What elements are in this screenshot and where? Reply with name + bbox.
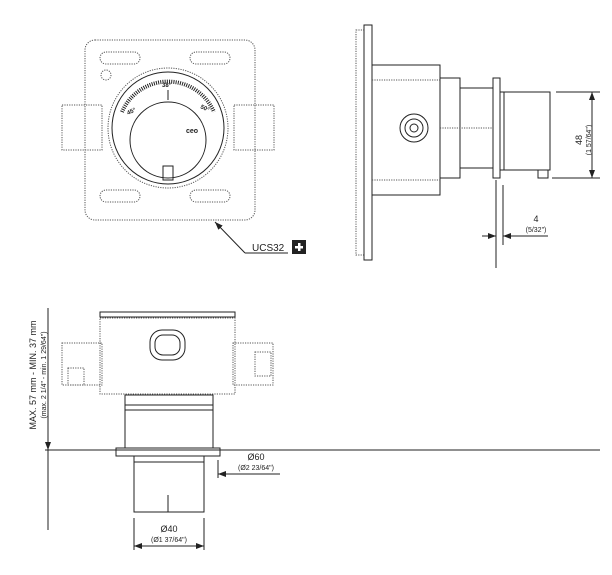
plate-dim-imperial: (5/32") xyxy=(526,227,547,234)
wall-plate xyxy=(492,77,501,179)
plate-dim-value: 4 xyxy=(533,214,538,224)
side-view: 48 (1 57/64") 4 (5/32") xyxy=(355,24,600,268)
front-view: 45° 38° 50° ceo UCS32 xyxy=(61,39,306,254)
frame-top-plate xyxy=(99,311,236,318)
scale-label-mid: 38° xyxy=(162,83,172,89)
temperature-scale xyxy=(120,79,216,113)
scale-label-max: 50° xyxy=(199,104,210,114)
flange-dim-imperial: (Ø2 23/64") xyxy=(238,465,274,472)
scale-label-min: 45° xyxy=(126,107,137,117)
flange xyxy=(115,447,221,457)
height-dim-imperial: (1 57/64") xyxy=(586,125,593,156)
mounting-frame xyxy=(84,39,256,221)
depth-dim-value: MAX. 57 mm - MIN. 37 mm xyxy=(28,320,38,429)
cylinder-dim-imperial: (Ø1 37/64") xyxy=(151,537,187,544)
height-dim-value: 48 xyxy=(574,135,584,145)
cylinder-bottom xyxy=(133,461,205,513)
knob xyxy=(129,101,207,179)
valve-body xyxy=(371,64,441,196)
bottom-view: MAX. 57 mm - MIN. 37 mm (max. 2 1/4" - m… xyxy=(28,308,600,550)
mounting-frame-side xyxy=(355,29,365,256)
left-boss xyxy=(61,104,103,151)
handle-cylinder xyxy=(503,91,551,171)
brand-mark: ceo xyxy=(186,128,198,135)
depth-dim-imperial: (max. 2 1/4" - min. 1 29/64") xyxy=(41,331,48,418)
plus-icon xyxy=(292,240,306,254)
callout-label: UCS32 xyxy=(252,243,285,254)
cylinder-dim-value: Ø40 xyxy=(160,524,177,534)
flange-dim-value: Ø60 xyxy=(247,452,264,462)
outer-ring xyxy=(111,71,225,185)
valve-body-bottom xyxy=(99,317,236,395)
right-boss xyxy=(233,104,275,151)
